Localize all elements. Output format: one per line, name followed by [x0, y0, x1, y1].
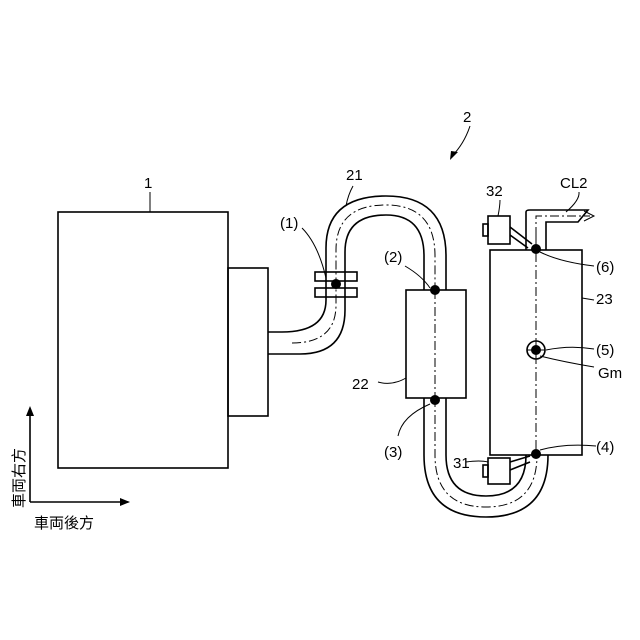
point-6-label: (6) — [596, 259, 614, 276]
figure-ref-label: 2 — [463, 109, 471, 126]
pipe-label: 21 — [346, 167, 363, 184]
point-5-label: (5) — [596, 342, 614, 359]
point-2-label: (2) — [384, 249, 402, 266]
engine-label: 1 — [144, 175, 152, 192]
muffler-box — [490, 210, 594, 455]
centerline-label: CL2 — [560, 175, 588, 192]
axis-vertical-label: 車両右方 — [10, 448, 28, 508]
catalyst-box — [406, 290, 466, 398]
point-1-dot — [331, 279, 341, 289]
point-3-label: (3) — [384, 444, 402, 461]
center-of-gravity-label: Gm — [598, 365, 622, 382]
muffler-label: 23 — [596, 291, 613, 308]
catalyst-label: 22 — [352, 376, 369, 393]
sensor-upper-label: 32 — [486, 183, 503, 200]
engine-block — [58, 212, 268, 468]
point-6-dot — [531, 244, 541, 254]
point-3-dot — [430, 395, 440, 405]
sensor-upper — [483, 216, 532, 248]
point-4-label: (4) — [596, 439, 614, 456]
direction-axes — [26, 406, 130, 506]
axis-horizontal-label: 車両後方 — [34, 514, 94, 532]
leader-lines — [150, 126, 596, 462]
point-2-dot — [430, 285, 440, 295]
point-1-label: (1) — [280, 215, 298, 232]
sensor-lower — [483, 456, 530, 484]
sensor-lower-label: 31 — [453, 455, 470, 472]
point-4-dot — [531, 449, 541, 459]
